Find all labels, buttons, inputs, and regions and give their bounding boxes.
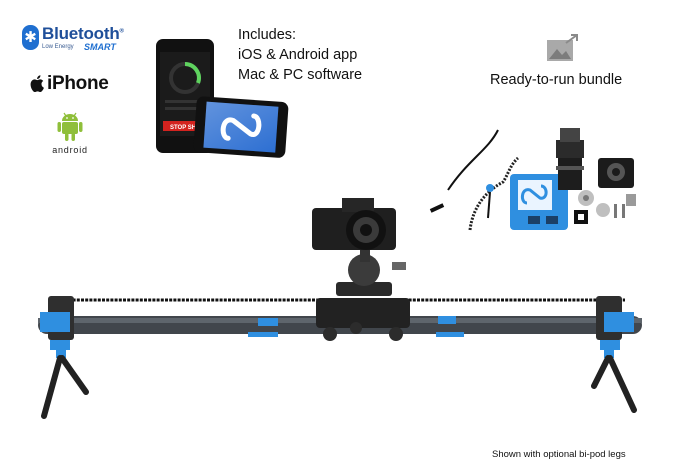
coiled-cable (447, 129, 499, 191)
controller-box (510, 174, 568, 230)
android-logo: android (42, 112, 98, 160)
bluetooth-tagline: Low Energy (42, 44, 74, 50)
bluetooth-smart-logo: ✱ Bluetooth® Low Energy SMART (22, 24, 124, 58)
bluetooth-smart-label: SMART (84, 42, 116, 52)
includes-item-app: iOS & Android app (238, 47, 358, 63)
right-bipod-leg (591, 348, 637, 413)
pulley-small (596, 203, 610, 217)
camera-slider-illustration (38, 198, 642, 419)
bundle-label: Ready-to-run bundle (490, 72, 623, 88)
app-logo-icon (220, 113, 262, 141)
bundle-components-illustration (429, 128, 636, 231)
android-robot-icon (57, 112, 83, 141)
includes-list: Includes: iOS & Android app Mac & PC sof… (238, 25, 398, 85)
ball-head (336, 240, 406, 296)
iphone-logo: iPhone (30, 73, 120, 95)
right-end-block (596, 296, 634, 350)
landscape-phone (193, 96, 289, 158)
bluetooth-wordmark: Bluetooth® (42, 24, 124, 43)
bluetooth-icon: ✱ (22, 25, 39, 50)
image-placeholder-icon (547, 34, 578, 61)
stepper-motor (556, 128, 584, 190)
slider-carriage (316, 298, 410, 341)
camera (312, 198, 396, 250)
android-wordmark: android (52, 145, 88, 155)
left-bipod-leg (41, 348, 89, 419)
includes-item-software: Mac & PC software (238, 67, 363, 83)
caption: Shown with optional bi-pod legs (492, 449, 626, 460)
includes-heading: Includes: (238, 27, 297, 43)
iphone-wordmark: iPhone (47, 73, 109, 94)
stop-shooting-label: STOP SH (170, 125, 196, 131)
left-end-block (40, 296, 74, 350)
smartphones-app-illustration: STOP SH (156, 39, 289, 158)
mounting-bracket (598, 158, 634, 188)
apple-icon (30, 75, 44, 92)
